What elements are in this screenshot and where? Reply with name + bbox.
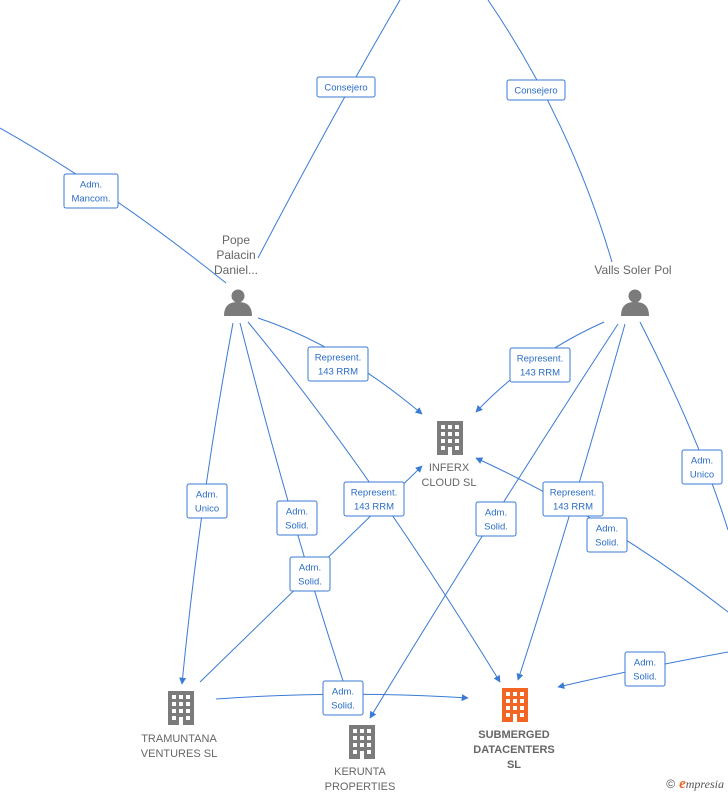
edge-label-text: 143 RRM <box>520 368 560 379</box>
edge-label-text: 143 RRM <box>553 502 593 513</box>
label-line: INFERX <box>429 462 470 474</box>
label-line: VENTURES SL <box>141 748 217 760</box>
brand-initial: e <box>679 776 686 792</box>
edge-label-text: Solid. <box>298 577 322 588</box>
label-line: PROPERTIES <box>325 781 396 793</box>
edge-label: Adm. Unico <box>186 483 228 519</box>
edge-label-text: Adm. <box>286 507 308 518</box>
edge-label-text: Adm. <box>299 563 321 574</box>
edge-label: Adm. Mancom. <box>63 173 119 209</box>
company-node-tramuntana[interactable]: TRAMUNTANA VENTURES SL <box>141 691 218 760</box>
edge-label: Represent. 143 RRM <box>509 347 571 383</box>
edge-label-text: Adm. <box>634 658 656 669</box>
edge-label: Consejero <box>316 76 376 98</box>
edge-label: Adm. Solid. <box>586 517 628 553</box>
edge-label-text: Represent. <box>517 354 563 365</box>
building-icon <box>502 688 528 722</box>
company-label: SUBMERGED DATACENTERS SL <box>473 729 554 771</box>
edge-label-text: Solid. <box>331 701 355 712</box>
edge-label-text: 143 RRM <box>318 367 358 378</box>
label-line: TRAMUNTANA <box>141 733 217 745</box>
edge-label-text: Adm. <box>596 524 618 535</box>
edge-label-text: Adm. <box>691 456 713 467</box>
edge-label-text: Consejero <box>514 86 557 97</box>
person-icon <box>224 289 252 316</box>
edge-label-text: Represent. <box>351 488 397 499</box>
edge-label-text: 143 RRM <box>354 502 394 513</box>
edge-label-text: Adm. <box>196 490 218 501</box>
edge-label-text: Adm. <box>485 508 507 519</box>
person-label: Valls Soler Pol <box>594 263 671 277</box>
edge-label-text: Solid. <box>595 538 619 549</box>
company-node-kerunta[interactable]: KERUNTA PROPERTIES <box>325 725 396 793</box>
company-label: TRAMUNTANA VENTURES SL <box>141 733 218 760</box>
building-icon <box>168 691 194 725</box>
edge-label: Adm. Solid. <box>322 680 364 716</box>
edge-label-text: Consejero <box>324 83 367 94</box>
building-icon <box>349 725 375 759</box>
label-line: Pope <box>222 233 250 247</box>
edge-label-text: Solid. <box>285 521 309 532</box>
label-line: DATACENTERS <box>473 744 554 756</box>
edge-line <box>487 0 613 263</box>
edge-label: Represent. 143 RRM <box>542 481 604 517</box>
label-line: Valls Soler Pol <box>594 263 671 277</box>
edge-label-text: Adm. <box>80 180 102 191</box>
person-node-valls[interactable]: Valls Soler Pol <box>594 263 672 316</box>
company-node-submerged[interactable]: SUBMERGED DATACENTERS SL <box>473 688 555 771</box>
company-node-inferx[interactable]: INFERX CLOUD SL <box>421 421 477 489</box>
company-label: INFERX CLOUD SL <box>421 462 476 489</box>
edge-label: Adm. Solid. <box>475 501 517 537</box>
edge-label-text: Mancom. <box>71 194 110 205</box>
company-label: KERUNTA PROPERTIES <box>325 766 396 793</box>
label-line: Daniel... <box>214 263 258 277</box>
edge-line <box>257 0 401 259</box>
edge-label-text: Represent. <box>550 488 596 499</box>
label-line: CLOUD SL <box>421 477 476 489</box>
edge-label: Represent. 143 RRM <box>343 481 405 517</box>
edge-label: Consejero <box>506 79 566 101</box>
edge-label: Adm. Solid. <box>289 556 331 592</box>
edge-label: Adm. Unico <box>681 449 723 485</box>
building-icon <box>437 421 463 455</box>
label-line: SL <box>507 759 521 771</box>
label-line: Palacin <box>216 248 255 262</box>
label-line: SUBMERGED <box>478 729 550 741</box>
copyright-symbol: © <box>666 777 676 791</box>
edge-label: Adm. Solid. <box>624 651 666 687</box>
edge-line <box>639 321 728 531</box>
edge-label-text: Solid. <box>633 672 657 683</box>
edge-label: Represent. 143 RRM <box>307 346 369 382</box>
edge-label-text: Represent. <box>315 353 361 364</box>
edge-label: Adm. Solid. <box>276 500 318 536</box>
edge-label-text: Solid. <box>484 522 508 533</box>
edge-label-text: Unico <box>690 470 714 481</box>
edge-label-text: Adm. <box>332 687 354 698</box>
edge-labels: Consejero Consejero Adm. Mancom. Represen… <box>63 76 723 716</box>
edge-label-text: Unico <box>195 504 219 515</box>
person-icon <box>621 289 649 316</box>
empresia-watermark: ©empresia <box>666 776 724 793</box>
brand-name: mpresia <box>685 777 724 791</box>
label-line: KERUNTA <box>334 766 386 778</box>
